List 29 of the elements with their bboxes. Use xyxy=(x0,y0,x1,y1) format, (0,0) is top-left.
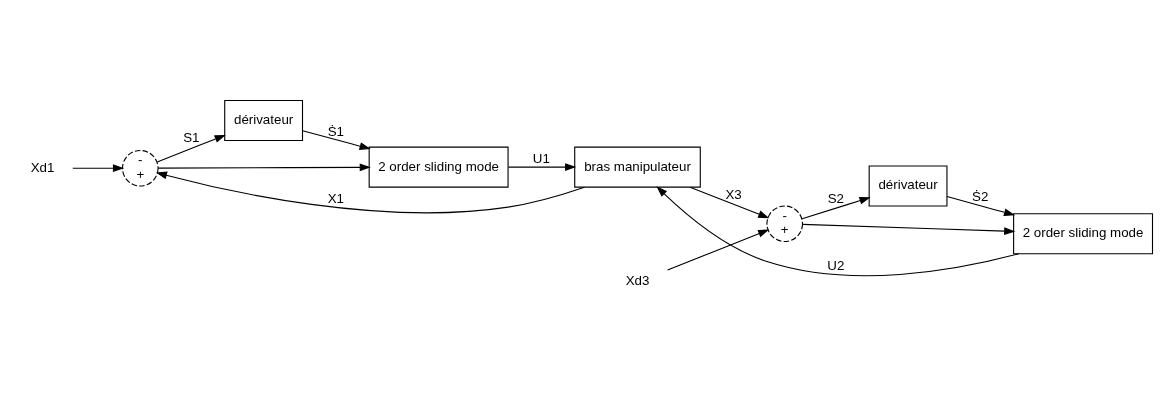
node-box: 2 order sliding mode xyxy=(368,146,509,188)
node-text: Xd1 xyxy=(30,159,55,175)
edge-label: X1 xyxy=(327,190,344,206)
arrow xyxy=(156,134,226,163)
arrow xyxy=(157,163,371,171)
edge-label: X3 xyxy=(725,186,742,202)
arrow xyxy=(801,196,871,219)
arrow xyxy=(302,129,371,150)
edge-label: U1 xyxy=(532,150,550,166)
arrow xyxy=(802,223,1016,235)
arrow xyxy=(155,171,586,213)
node-box: bras manipulateur xyxy=(574,146,701,188)
node-text: Xd3 xyxy=(625,272,650,288)
node-box: 2 order sliding mode xyxy=(1013,212,1154,254)
node-box: dérivateur xyxy=(868,164,948,207)
arrow xyxy=(946,195,1016,216)
edge-label: U2 xyxy=(827,257,845,273)
node-box: dérivateur xyxy=(224,99,304,141)
edge-label: Ṡ2 xyxy=(972,188,989,204)
arrow xyxy=(656,185,1020,276)
arrow xyxy=(72,163,125,172)
edge-label: Ṡ1 xyxy=(327,123,344,139)
edge-label: S2 xyxy=(827,190,844,206)
arrow xyxy=(667,229,770,271)
arrow xyxy=(507,162,577,171)
arrow xyxy=(689,186,770,218)
node-circle: - + xyxy=(121,149,159,187)
node-circle: - + xyxy=(766,204,804,242)
edge-label: S1 xyxy=(183,129,200,145)
